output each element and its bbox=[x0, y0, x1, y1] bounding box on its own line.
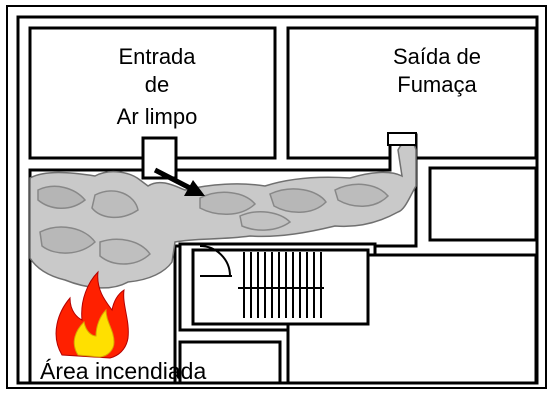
saida-label-line1: Saída de bbox=[392, 44, 482, 69]
smoke-cloud bbox=[29, 141, 417, 289]
entrada-label-line1: Entrada bbox=[118, 44, 196, 69]
entrada-label-line3: Ar limpo bbox=[116, 104, 198, 129]
fire-icon bbox=[55, 270, 129, 359]
room-right-small bbox=[428, 166, 538, 242]
entrada-label-line2: de bbox=[144, 72, 170, 97]
room-bottom-small bbox=[178, 340, 282, 385]
saida-label-line2: Fumaça bbox=[397, 72, 477, 97]
air-inlet-shaft bbox=[141, 136, 178, 180]
area-incendiada-label: Área incendiada bbox=[40, 358, 207, 384]
arrow-icon bbox=[153, 167, 205, 196]
stairs bbox=[238, 252, 324, 318]
door bbox=[199, 245, 232, 277]
smoke-outlet-shaft bbox=[387, 132, 417, 146]
room-entrada bbox=[28, 26, 277, 160]
